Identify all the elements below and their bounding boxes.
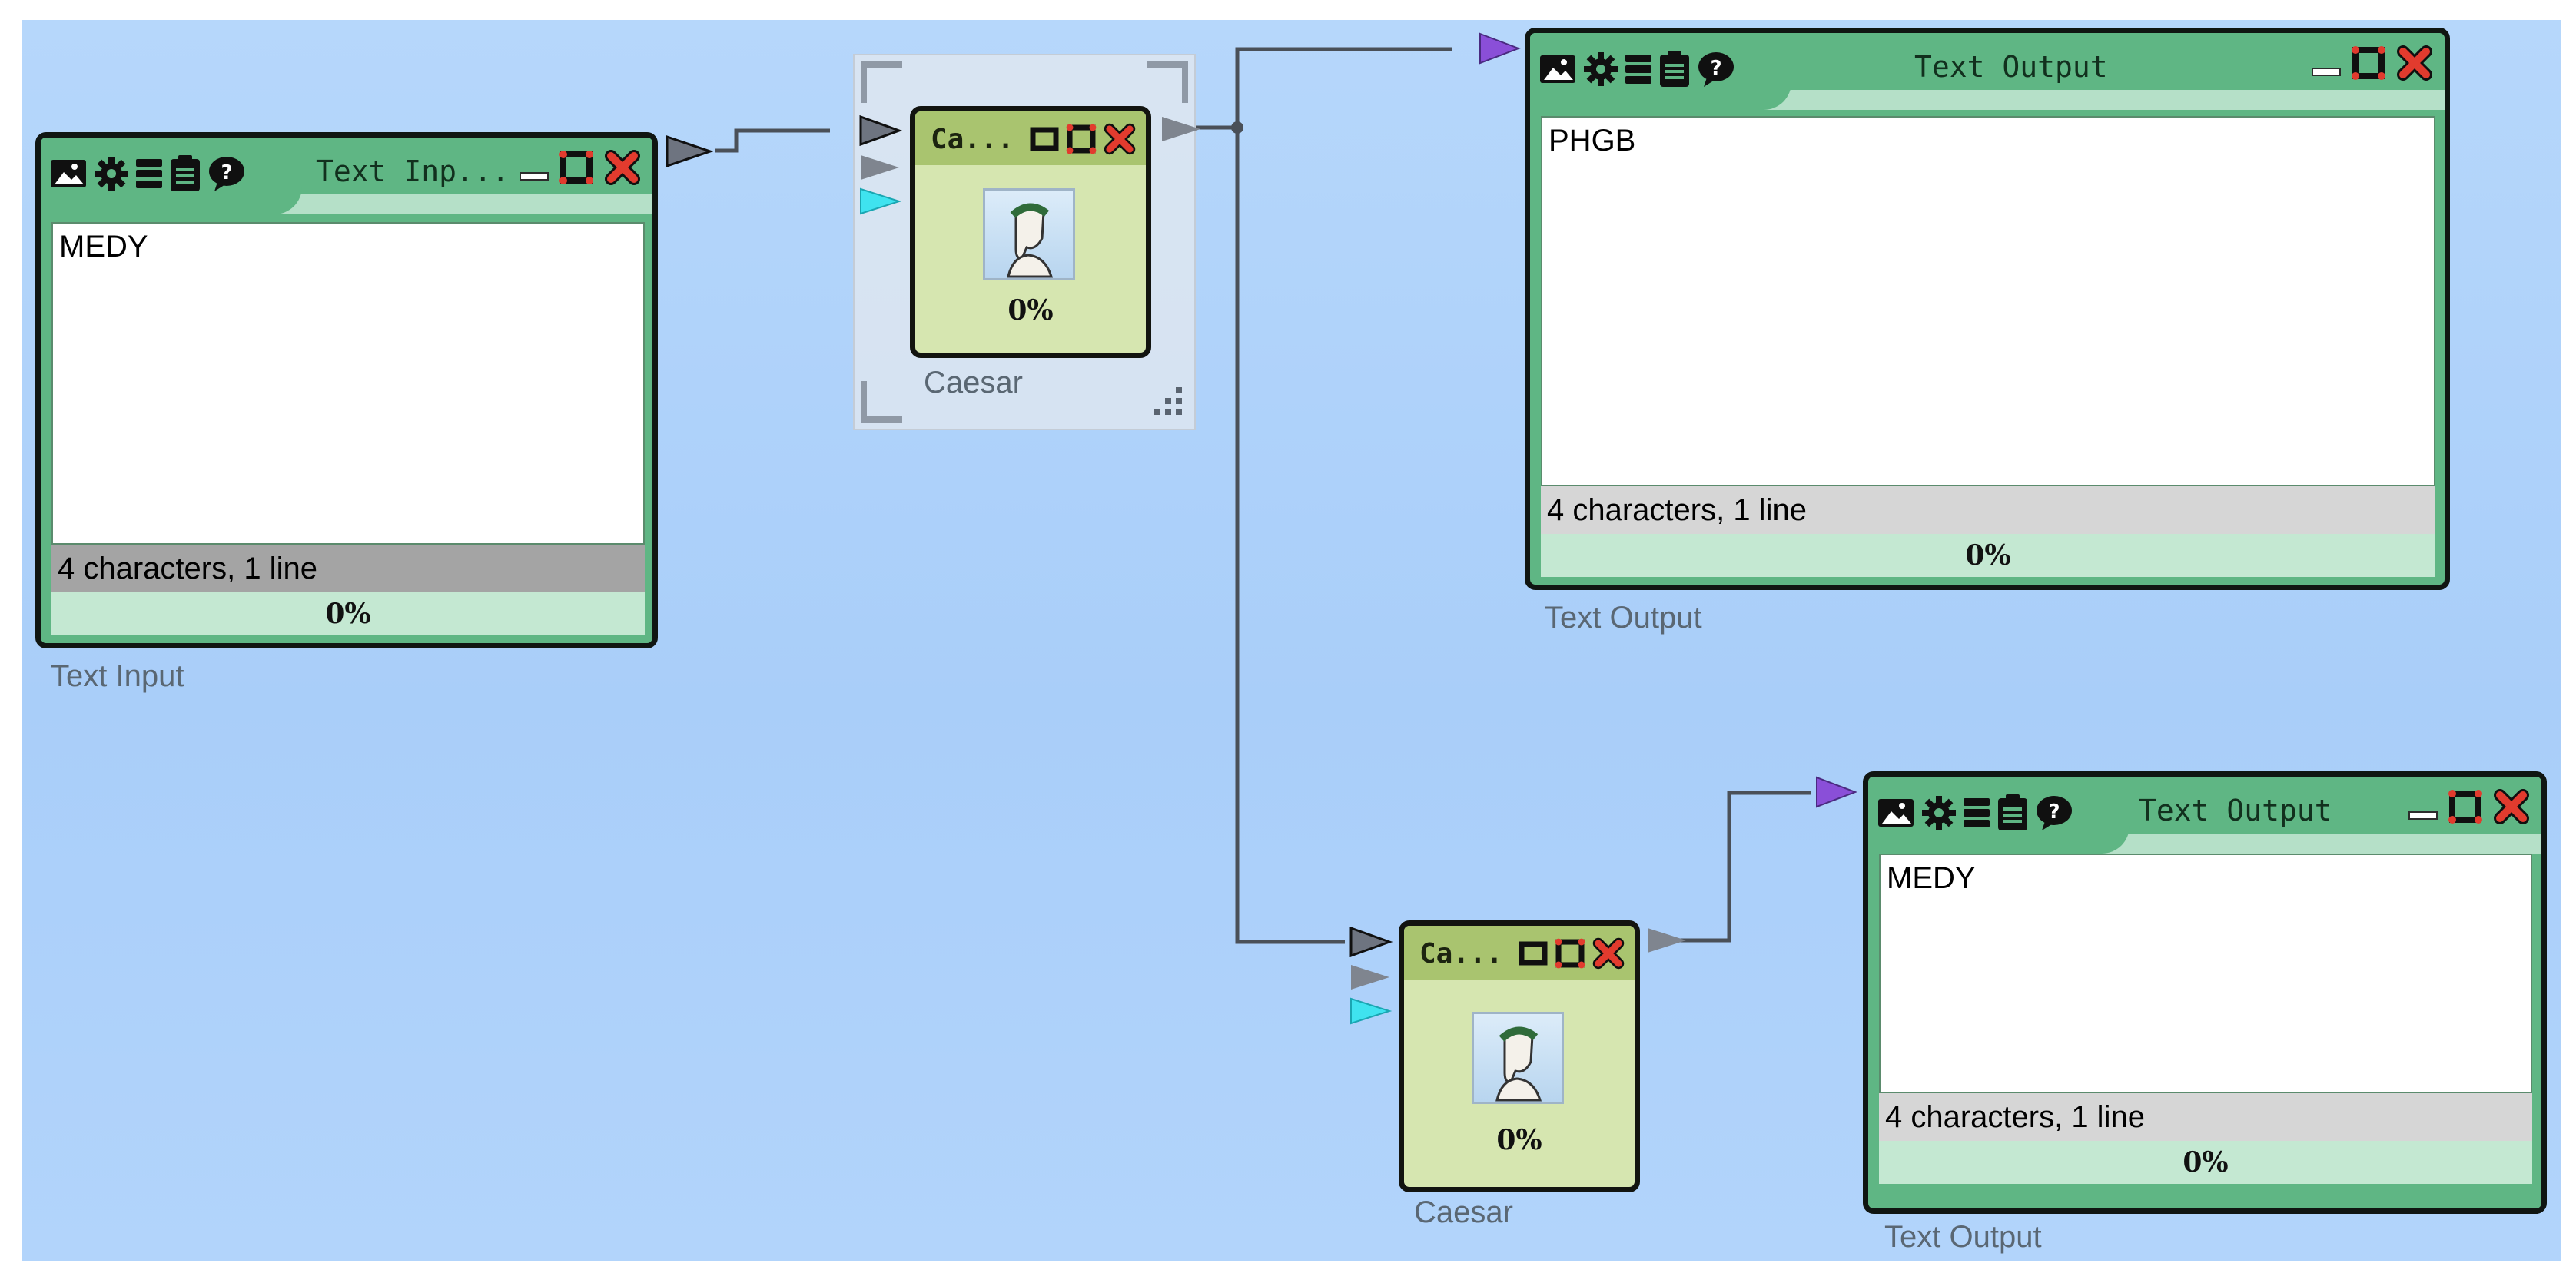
svg-text:?: ? <box>2048 801 2060 824</box>
caesar-top-input-port-key[interactable] <box>859 152 902 183</box>
svg-text:?: ? <box>221 161 232 184</box>
wire-caesar-bottom-to-output-bottom <box>1680 791 1811 943</box>
caesar-bottom-input-port-trigger[interactable] <box>1349 996 1393 1026</box>
resize-grip-icon[interactable] <box>1147 381 1187 421</box>
caesar-bottom-input-port-text[interactable] <box>1349 927 1393 957</box>
list-icon[interactable] <box>1624 51 1653 87</box>
text-output-top-caption: Text Output <box>1545 601 1702 635</box>
wire-caesar-top-to-output-top <box>1196 47 1452 130</box>
progress-label: 0% <box>1007 294 1054 327</box>
component-toolbar: ? <box>1538 50 1736 88</box>
minimize-icon[interactable] <box>519 150 549 185</box>
text-output-area[interactable]: MEDY <box>1879 854 2532 1093</box>
caesar-top-caption: Caesar <box>924 366 1023 399</box>
help-bubble-icon[interactable]: ? <box>207 154 247 193</box>
progress-bar: 0% <box>51 592 645 635</box>
text-output-bottom-component[interactable]: ? Text Output MEDY 4 characters, 1 line … <box>1863 771 2547 1214</box>
text-input-component[interactable]: ? Text Inp... MEDY 4 characters, 1 line … <box>35 132 658 648</box>
component-title: Text Inp... <box>316 154 510 188</box>
close-icon[interactable] <box>1103 122 1137 156</box>
text-output-top-component[interactable]: ? Text Output PHGB 4 characters, 1 line … <box>1525 28 2450 590</box>
component-title: Ca... <box>1419 938 1503 970</box>
maximize-icon[interactable] <box>1553 937 1587 970</box>
window-buttons <box>2408 787 2531 826</box>
progress-bar: 0% <box>1541 534 2435 577</box>
caesar-portrait-icon <box>983 188 1075 280</box>
caesar-top-input-port-text[interactable] <box>859 115 902 146</box>
close-icon[interactable] <box>2395 44 2434 82</box>
maximize-icon[interactable] <box>1064 122 1098 156</box>
window-buttons <box>519 148 642 187</box>
status-bar: 4 characters, 1 line <box>51 545 645 592</box>
caesar-bottom-component[interactable]: Ca... 0% <box>1399 920 1640 1192</box>
clipboard-icon[interactable] <box>1658 50 1691 88</box>
gear-icon[interactable] <box>1582 51 1619 88</box>
list-icon[interactable] <box>1962 795 1991 830</box>
image-icon[interactable] <box>1538 52 1578 86</box>
caesar-bottom-input-port-key[interactable] <box>1349 962 1393 993</box>
clipboard-icon[interactable] <box>168 154 202 193</box>
caesar-bottom-output-port[interactable] <box>1646 925 1689 956</box>
maximize-icon[interactable] <box>557 148 596 187</box>
caesar-top-output-port[interactable] <box>1160 114 1203 144</box>
progress-label: 0% <box>1496 1124 1542 1156</box>
minimize-icon[interactable] <box>2408 789 2438 824</box>
text-input-area[interactable]: MEDY <box>51 222 645 545</box>
caesar-top-input-port-trigger[interactable] <box>859 186 902 217</box>
svg-text:?: ? <box>1710 57 1721 80</box>
caesar-bottom-caption: Caesar <box>1414 1195 1513 1229</box>
caesar-portrait-icon <box>1472 1012 1564 1104</box>
caesar-top-component[interactable]: Ca... 0% <box>910 106 1151 358</box>
selection-corner-bl <box>861 381 902 423</box>
gear-icon[interactable] <box>93 155 130 192</box>
text-output-area[interactable]: PHGB <box>1541 116 2435 486</box>
image-icon[interactable] <box>1876 796 1916 830</box>
wire-junction <box>1231 121 1243 134</box>
component-title: Ca... <box>931 124 1014 155</box>
window-buttons <box>2311 44 2434 82</box>
window-buttons <box>1518 937 1625 970</box>
text-output-top-input-port[interactable] <box>1479 32 1522 65</box>
status-bar: 4 characters, 1 line <box>1879 1093 2532 1141</box>
restore-icon[interactable] <box>1029 124 1060 154</box>
workspace-canvas[interactable]: ? Text Inp... MEDY 4 characters, 1 line … <box>22 20 2561 1261</box>
component-title: Text Output <box>2139 794 2332 827</box>
component-title: Text Output <box>1914 50 2108 84</box>
selection-corner-tl <box>861 61 902 103</box>
restore-icon[interactable] <box>1518 938 1549 969</box>
connection-wires <box>715 47 1811 944</box>
clipboard-icon[interactable] <box>1996 794 2030 832</box>
progress-bar: 0% <box>1879 1141 2532 1184</box>
maximize-icon[interactable] <box>2446 787 2485 826</box>
wire-input-to-caesar-top <box>715 128 830 153</box>
text-output-bottom-input-port[interactable] <box>1815 776 1858 808</box>
component-toolbar: ? <box>1876 794 2074 832</box>
image-icon[interactable] <box>48 157 88 191</box>
maximize-icon[interactable] <box>2349 44 2388 82</box>
component-toolbar: ? <box>48 154 247 193</box>
close-icon[interactable] <box>603 148 642 187</box>
text-input-output-port[interactable] <box>666 135 713 167</box>
selection-corner-tr <box>1147 61 1188 103</box>
text-output-bottom-caption: Text Output <box>1884 1220 2042 1254</box>
help-bubble-icon[interactable]: ? <box>2034 794 2074 832</box>
minimize-icon[interactable] <box>2311 45 2342 81</box>
text-input-caption: Text Input <box>51 659 184 693</box>
status-bar: 4 characters, 1 line <box>1541 486 2435 534</box>
help-bubble-icon[interactable]: ? <box>1696 50 1736 88</box>
list-icon[interactable] <box>134 156 164 191</box>
window-buttons <box>1029 122 1137 156</box>
wire-caesar-top-to-caesar-bottom <box>1235 128 1345 944</box>
close-icon[interactable] <box>1592 937 1625 970</box>
close-icon[interactable] <box>2492 787 2531 826</box>
gear-icon[interactable] <box>1920 794 1957 831</box>
